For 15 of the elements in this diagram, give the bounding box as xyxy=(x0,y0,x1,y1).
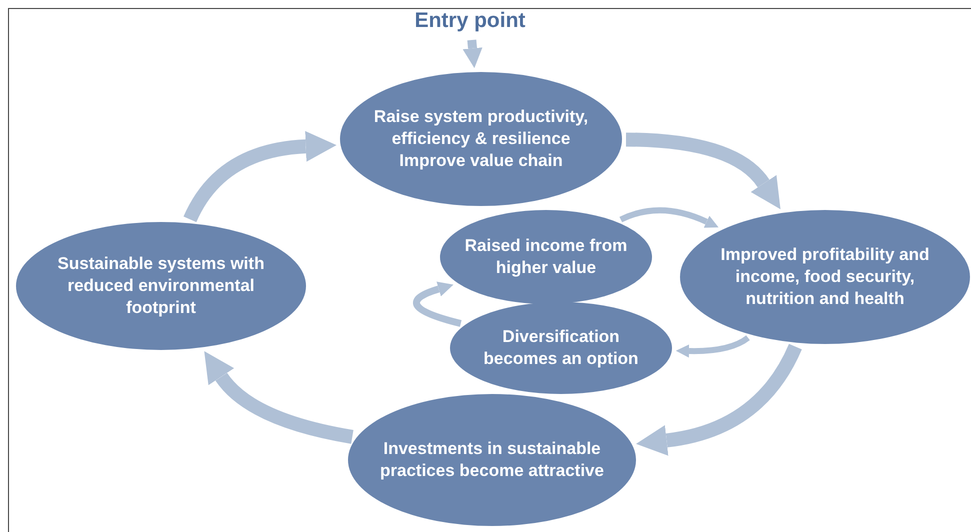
arrow xyxy=(620,207,719,228)
ellipse-node: Diversification becomes an option xyxy=(450,302,672,394)
entry-label: Entry point xyxy=(385,6,555,36)
arrow xyxy=(636,344,802,456)
ellipse-node: Improved profitability and income, food security, nutrition and health xyxy=(680,210,970,344)
arrow xyxy=(626,132,782,208)
ellipse-node: Raise system productivity, efficiency & resilience Improve value chain xyxy=(340,72,622,206)
arrow xyxy=(462,40,482,68)
ellipse-node: Investments in sustainable practices become attractive xyxy=(348,394,636,526)
arrow xyxy=(184,131,336,222)
ellipse-node: Sustainable systems with reduced environmental footprint xyxy=(16,222,306,350)
arrow xyxy=(202,352,354,444)
ellipse-node: Raised income from higher value xyxy=(440,210,652,304)
arrow xyxy=(676,335,750,358)
arrow xyxy=(413,282,462,327)
